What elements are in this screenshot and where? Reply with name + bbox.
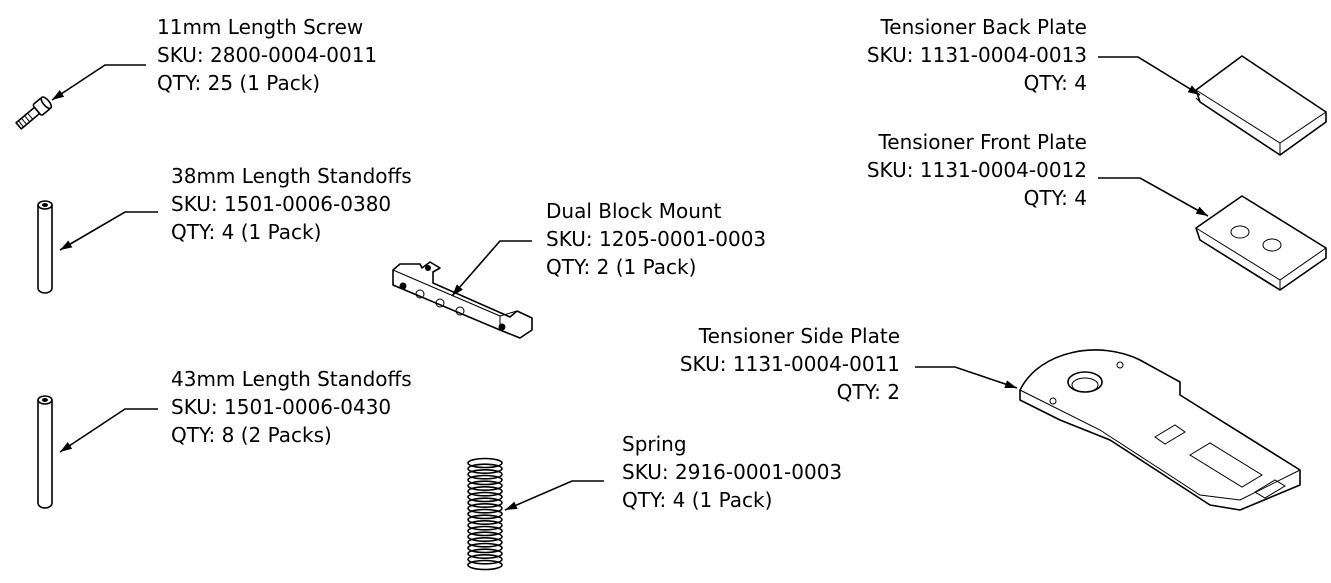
label-side-plate: Tensioner Side Plate SKU: 1131-0004-0011… [680,322,900,406]
part-name: 43mm Length Standoffs [171,367,412,391]
spring-coil [467,457,503,469]
part-sku: SKU: 1131-0004-0011 [679,352,900,376]
leader-line-standoff-43 [59,408,158,453]
leader-line-standoff-38 [59,211,158,251]
part-sku: SKU: 1501-0006-0430 [171,395,392,419]
part-name: Dual Block Mount [546,199,722,223]
side-plate-icon [1019,349,1301,511]
part-name: Spring [622,432,687,456]
part-name: Tensioner Back Plate [880,15,1087,39]
part-name: Tensioner Side Plate [698,324,900,348]
label-front-plate: Tensioner Front Plate SKU: 1131-0004-001… [867,128,1087,212]
part-sku: SKU: 1205-0001-0003 [546,227,767,251]
spring-coil [467,508,503,520]
spring-coil [467,537,503,548]
spring-coil [467,486,503,497]
spring-coil [467,559,503,571]
spring-coil [467,469,503,480]
part-name: 38mm Length Standoffs [171,164,412,188]
spring-coil [467,514,503,525]
label-standoff-43: 43mm Length Standoffs SKU: 1501-0006-043… [171,365,412,449]
label-screw: 11mm Length Screw SKU: 2800-0004-0011 QT… [157,13,377,97]
leader-line-screw [51,64,146,101]
front-plate-icon [1195,195,1327,291]
leader-line-dual-block [451,240,532,297]
part-qty: QTY: 4 [1023,71,1087,95]
spring-coil [467,463,503,474]
spring-coil [467,525,503,537]
spring-coil [467,548,503,559]
part-qty: QTY: 25 (1 Pack) [157,71,321,95]
spring-coil [467,554,503,565]
standoff-43-icon [37,395,53,509]
standoff-38-icon [37,200,53,294]
part-qty: QTY: 8 (2 Packs) [171,423,332,447]
part-sku: SKU: 1501-0006-0380 [171,192,392,216]
screw-icon [15,96,53,130]
spring-coil [467,491,503,503]
part-sku: SKU: 2916-0001-0003 [622,460,843,484]
part-sku: SKU: 1131-0004-0012 [866,158,1087,182]
part-qty: QTY: 4 (1 Pack) [622,488,773,512]
spring-coil [467,503,503,514]
leader-line-front-plate [1098,177,1209,217]
spring-coil [467,480,503,491]
label-dual-block: Dual Block Mount SKU: 1205-0001-0003 QTY… [546,197,766,281]
leader-line-back-plate [1098,56,1201,96]
spring-icon [467,457,503,571]
part-qty: QTY: 4 (1 Pack) [171,220,322,244]
label-standoff-38: 38mm Length Standoffs SKU: 1501-0006-038… [171,162,412,246]
part-sku: SKU: 1131-0004-0013 [866,43,1087,67]
spring-coil [467,520,503,531]
part-qty: QTY: 4 [1023,186,1087,210]
leader-line-spring [504,480,604,511]
spring-coil [467,531,503,542]
label-back-plate: Tensioner Back Plate SKU: 1131-0004-0013… [867,13,1087,97]
part-name: 11mm Length Screw [157,15,364,39]
spring-coil [467,474,503,486]
dual-block-mount-icon [392,261,533,339]
back-plate-icon [1195,55,1327,156]
part-qty: QTY: 2 [836,380,900,404]
part-name: Tensioner Front Plate [878,130,1087,154]
part-sku: SKU: 2800-0004-0011 [157,43,378,67]
spring-coil [467,542,503,554]
label-spring: Spring SKU: 2916-0001-0003 QTY: 4 (1 Pac… [622,430,842,514]
leader-line-side-plate [915,366,1018,389]
part-qty: QTY: 2 (1 Pack) [546,255,697,279]
spring-coil [467,497,503,508]
